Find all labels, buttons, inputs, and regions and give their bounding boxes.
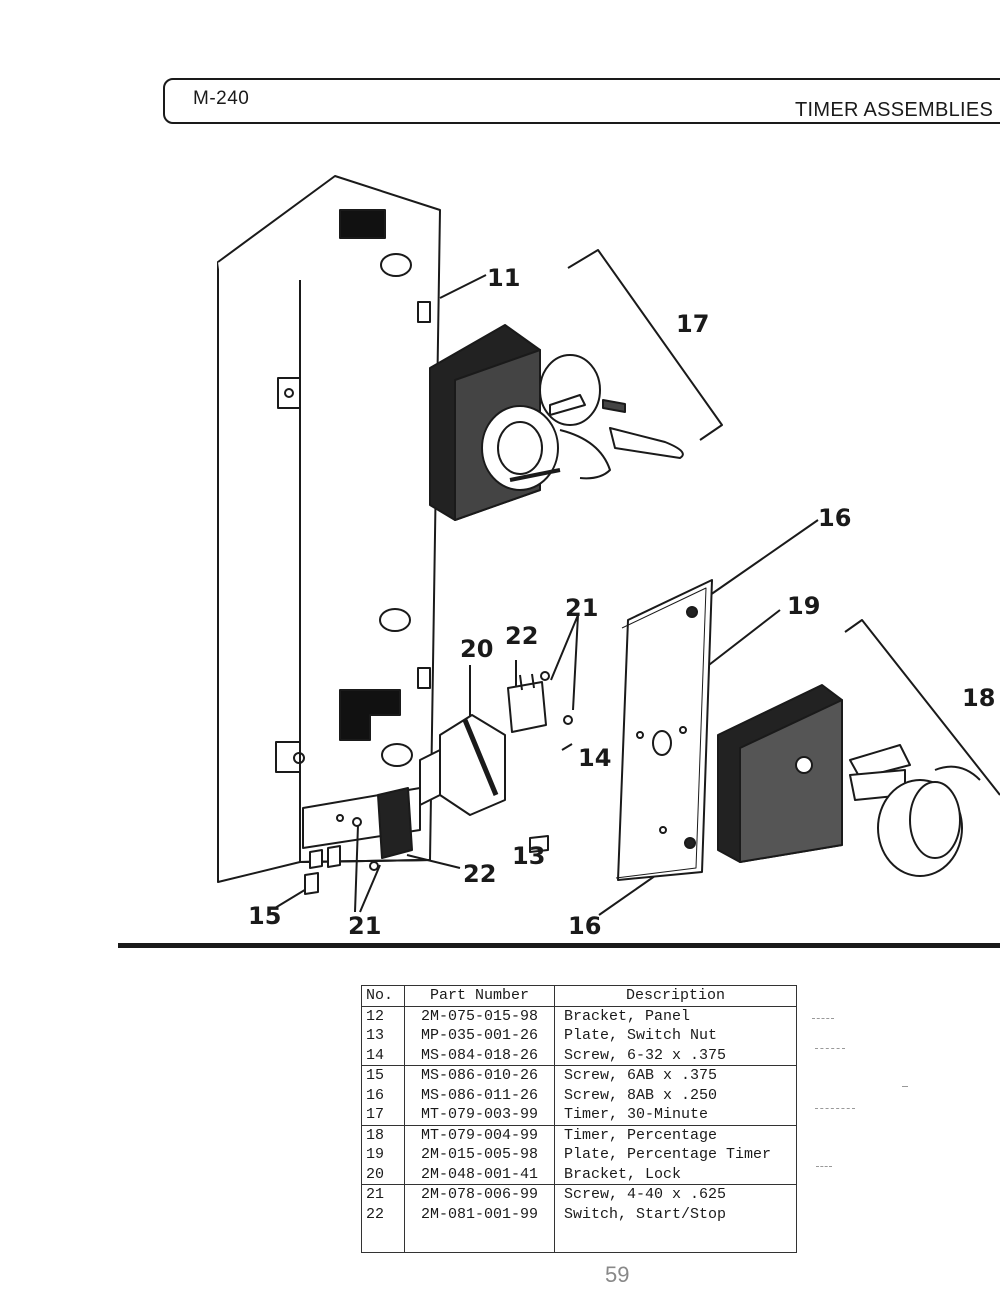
row-part-number: 2M-075-015-98 bbox=[404, 1006, 555, 1026]
section-title: TIMER ASSEMBLIES bbox=[795, 99, 994, 121]
table-row: 16 MS-086-011-26 Screw, 8AB x .250 bbox=[361, 1085, 797, 1105]
margin-mark bbox=[816, 1166, 832, 1168]
header-no: No. bbox=[361, 985, 405, 1007]
row-part-number: MT-079-003-99 bbox=[404, 1105, 555, 1126]
exploded-parts-diagram: 11 17 16 19 18 21 22 20 14 13 15 21 22 1… bbox=[217, 175, 1000, 940]
row-no: 13 bbox=[361, 1026, 405, 1046]
header-description: Description bbox=[554, 985, 797, 1007]
table-row: 21 2M-078-006-99 Screw, 4-40 x .625 bbox=[361, 1184, 797, 1205]
row-no: 21 bbox=[361, 1184, 405, 1205]
table-row: 12 2M-075-015-98 Bracket, Panel bbox=[361, 1006, 797, 1026]
table-row: 18 MT-079-004-99 Timer, Percentage bbox=[361, 1125, 797, 1145]
margin-mark bbox=[815, 1048, 845, 1050]
row-part-number: MS-086-010-26 bbox=[404, 1065, 555, 1086]
callout-21-top: 21 bbox=[565, 594, 598, 622]
callout-20: 20 bbox=[460, 635, 493, 663]
callout-14: 14 bbox=[578, 744, 611, 772]
table-row: 19 2M-015-005-98 Plate, Percentage Timer bbox=[361, 1145, 797, 1165]
callout-17: 17 bbox=[676, 310, 709, 338]
section-divider bbox=[118, 943, 1000, 948]
row-description: Bracket, Panel bbox=[554, 1006, 797, 1026]
percentage-timer-body bbox=[717, 684, 981, 877]
row-part-number: MS-086-011-26 bbox=[404, 1085, 555, 1105]
row-part-number: 2M-015-005-98 bbox=[404, 1145, 555, 1165]
callout-18: 18 bbox=[962, 684, 995, 712]
row-no: 17 bbox=[361, 1105, 405, 1126]
row-no: 19 bbox=[361, 1145, 405, 1165]
header-frame bbox=[163, 78, 1000, 124]
model-number: M-240 bbox=[193, 88, 250, 109]
timer-30-minute-assembly bbox=[429, 324, 684, 521]
callout-19: 19 bbox=[787, 592, 820, 620]
row-description: Timer, 30-Minute bbox=[554, 1105, 797, 1126]
row-part-number: MT-079-004-99 bbox=[404, 1125, 555, 1145]
row-description: Plate, Percentage Timer bbox=[554, 1145, 797, 1165]
callout-11: 11 bbox=[487, 264, 520, 292]
table-row: 22 2M-081-001-99 Switch, Start/Stop bbox=[361, 1204, 797, 1224]
page-mark: 59 bbox=[605, 1262, 630, 1287]
row-part-number: MP-035-001-26 bbox=[404, 1026, 555, 1046]
row-no: 16 bbox=[361, 1085, 405, 1105]
table-row: 20 2M-048-001-41 Bracket, Lock bbox=[361, 1164, 797, 1185]
parts-table-header: No. Part Number Description bbox=[361, 985, 797, 1007]
callout-21-bottom: 21 bbox=[348, 912, 381, 940]
lock-bracket-switch bbox=[377, 673, 549, 859]
table-row: 14 MS-084-018-26 Screw, 6-32 x .375 bbox=[361, 1045, 797, 1066]
mounting-screws bbox=[304, 671, 573, 895]
margin-mark bbox=[812, 1018, 834, 1020]
row-description: Screw, 6AB x .375 bbox=[554, 1065, 797, 1086]
margin-mark bbox=[815, 1108, 855, 1110]
row-description: Screw, 6-32 x .375 bbox=[554, 1045, 797, 1066]
callout-13: 13 bbox=[512, 842, 545, 870]
callout-15: 15 bbox=[248, 902, 281, 930]
row-part-number: 2M-081-001-99 bbox=[404, 1204, 555, 1224]
margin-mark bbox=[902, 1086, 908, 1088]
table-row: 15 MS-086-010-26 Screw, 6AB x .375 bbox=[361, 1065, 797, 1086]
row-no: 12 bbox=[361, 1006, 405, 1026]
table-row: 13 MP-035-001-26 Plate, Switch Nut bbox=[361, 1026, 797, 1046]
row-no: 18 bbox=[361, 1125, 405, 1145]
cabinet-panel bbox=[217, 175, 441, 883]
table-row: 17 MT-079-003-99 Timer, 30-Minute bbox=[361, 1105, 797, 1126]
callout-16-top: 16 bbox=[818, 504, 851, 532]
table-row-empty bbox=[361, 1224, 797, 1253]
row-description: Switch, Start/Stop bbox=[554, 1204, 797, 1224]
row-part-number: 2M-078-006-99 bbox=[404, 1184, 555, 1205]
row-description: Screw, 8AB x .250 bbox=[554, 1085, 797, 1105]
row-description: Plate, Switch Nut bbox=[554, 1026, 797, 1046]
row-part-number: MS-084-018-26 bbox=[404, 1045, 555, 1066]
callout-16-bottom: 16 bbox=[568, 912, 601, 940]
row-part-number: 2M-048-001-41 bbox=[404, 1164, 555, 1185]
percentage-timer-plate bbox=[615, 579, 713, 881]
row-no: 15 bbox=[361, 1065, 405, 1086]
row-no: 22 bbox=[361, 1204, 405, 1224]
callout-22-top: 22 bbox=[505, 622, 538, 650]
parts-table: No. Part Number Description 12 2M-075-01… bbox=[361, 985, 797, 1253]
row-no: 14 bbox=[361, 1045, 405, 1066]
row-no: 20 bbox=[361, 1164, 405, 1185]
row-description: Timer, Percentage bbox=[554, 1125, 797, 1145]
row-description: Bracket, Lock bbox=[554, 1164, 797, 1185]
row-description: Screw, 4-40 x .625 bbox=[554, 1184, 797, 1205]
header-part-number: Part Number bbox=[404, 985, 555, 1007]
callout-22-bottom: 22 bbox=[463, 860, 496, 888]
